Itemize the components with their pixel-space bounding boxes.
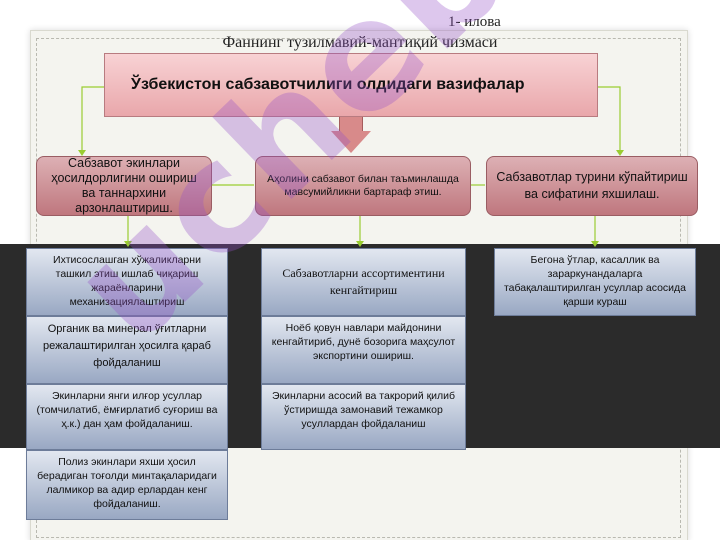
task-box-yield: Сабзавот экинлари ҳосилдорлигини ошириш … bbox=[36, 156, 212, 216]
detail-box-melons: Полиз экинлари яхши ҳосил берадиган тоғо… bbox=[26, 450, 228, 520]
detail-box-fertilizers: Органик ва минерал ўғитларни режалаштири… bbox=[26, 316, 228, 384]
detail-box-specialization: Ихтисослашган хўжаликларни ташкил этиш и… bbox=[26, 248, 228, 316]
detail-box-export: Ноёб қовун навлари майдонини кенгайтириб… bbox=[261, 316, 466, 384]
appendix-label: 1- илова bbox=[448, 14, 501, 30]
down-arrow-icon bbox=[339, 117, 363, 131]
detail-box-weed-control: Бегона ўтлар, касаллик ва зараркунандала… bbox=[494, 248, 696, 316]
down-arrow-head-icon bbox=[331, 131, 371, 153]
root-task-box: Ўзбекистон сабзавотчилиги олдидаги вазиф… bbox=[104, 53, 598, 117]
detail-box-assortment: Сабзавотларни ассортиментини кенгайтириш bbox=[261, 248, 466, 316]
detail-box-methods: Экинларни асосий ва такрорий қилиб ўстир… bbox=[261, 384, 466, 450]
detail-box-irrigation: Экинларни янги илғор усуллар (томчилатиб… bbox=[26, 384, 228, 450]
page-title: Фаннинг тузилмавий-мантиқий чизмаси bbox=[222, 34, 498, 51]
task-box-seasonality: Аҳолини сабзавот билан таъминлашда мавсу… bbox=[255, 156, 471, 216]
task-box-variety: Сабзавотлар турини кўпайтириш ва сифатин… bbox=[486, 156, 698, 216]
